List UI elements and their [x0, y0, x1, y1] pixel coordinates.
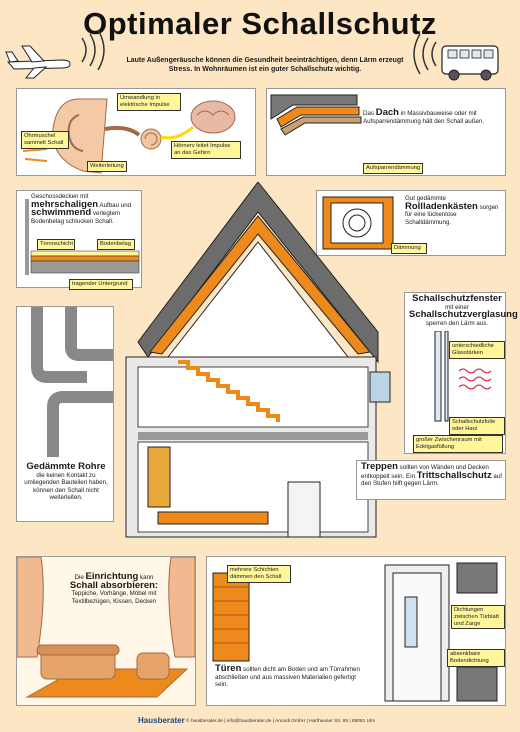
window-panel: Schallschutzfenster mit einer Schallschu…: [404, 292, 518, 454]
stairs-panel: Treppen sollten von Wänden und Decken en…: [356, 460, 506, 500]
roof-text: Das Dach in Massivbauweise oder mit Aufs…: [363, 107, 485, 125]
shutter-box-illustration: [322, 196, 394, 250]
window-glass-illustration: [434, 331, 492, 422]
furniture-panel: Die Einrichtung kann Schall absorbieren:…: [16, 556, 196, 706]
ceiling-label-base: tragender Untergrund: [69, 279, 133, 290]
window-label-glass: unterschiedliche Glasstärken: [449, 341, 505, 359]
shutter-text: Gut gedämmte Rollladenkästen sorgen für …: [405, 195, 499, 226]
roof-panel: Das Dach in Massivbauweise oder mit Aufs…: [266, 88, 506, 176]
ceiling-label-layer: Trennschicht: [37, 239, 75, 250]
roof-detail-illustration: [270, 94, 362, 136]
shutter-panel: Gut gedämmte Rollladenkästen sorgen für …: [316, 190, 506, 256]
doors-label-layers: mehrere Schichten dämmen den Schall: [227, 565, 291, 583]
doors-label-bottom: absenkbare Bodendichtung: [447, 649, 505, 667]
window-label-gap: großer Zwischenraum mit Edelgasfüllung: [413, 435, 503, 453]
footer-brand: Hausberater: [138, 716, 185, 725]
intro-text: Laute Außengeräusche können die Gesundhe…: [126, 57, 404, 73]
ceiling-layers-illustration: [25, 199, 140, 275]
ceiling-label-floor: Bodenbelag: [97, 239, 135, 250]
ear-label-conversion: Umwandlung in elektrische Impulse: [117, 93, 181, 111]
house-illustration: [125, 182, 391, 538]
window-label-joints: Schallschutzfolie oder Harz: [449, 417, 505, 435]
sound-waves-left-icon: [81, 30, 105, 70]
pipes-illustration: [31, 307, 113, 457]
living-room-illustration: [17, 557, 195, 698]
airplane-icon: [5, 45, 71, 79]
window-text: Schallschutzfenster mit einer Schallschu…: [409, 293, 518, 327]
ear-illustration: [22, 98, 236, 174]
ear-panel: Umwandlung in elektrische Impulse Ohrmus…: [16, 88, 256, 176]
doors-panel: mehrere Schichten dämmen den Schall Dich…: [206, 556, 506, 706]
shutter-label-insulation: Dämmung: [391, 243, 427, 254]
ear-label-transfer: Weiterleitung: [87, 161, 127, 172]
footer-text: © hausberater.de | info@hausberater.de |…: [186, 719, 376, 724]
ear-label-brain: Hörnerv leitet Impulse an das Gehirn: [171, 141, 241, 159]
roof-label-insulation: Aufsparrendämmung: [363, 163, 423, 174]
furniture-text: Die Einrichtung kann Schall absorbieren:…: [69, 571, 159, 605]
doors-label-seal: Dichtungen zwischen Türblatt und Zarge: [451, 605, 505, 630]
poster-title: Optimaler Schallschutz: [83, 6, 437, 41]
doors-text: Türen sollten dicht am Boden und am Türr…: [215, 663, 360, 689]
sound-waves-right-icon: [413, 34, 437, 74]
ear-label-shell: Ohrmuschel sammelt Schall: [21, 131, 69, 149]
door-illustration: [212, 562, 498, 702]
stairs-text: Treppen sollten von Wänden und Decken en…: [361, 461, 503, 488]
bus-icon: [441, 45, 499, 81]
